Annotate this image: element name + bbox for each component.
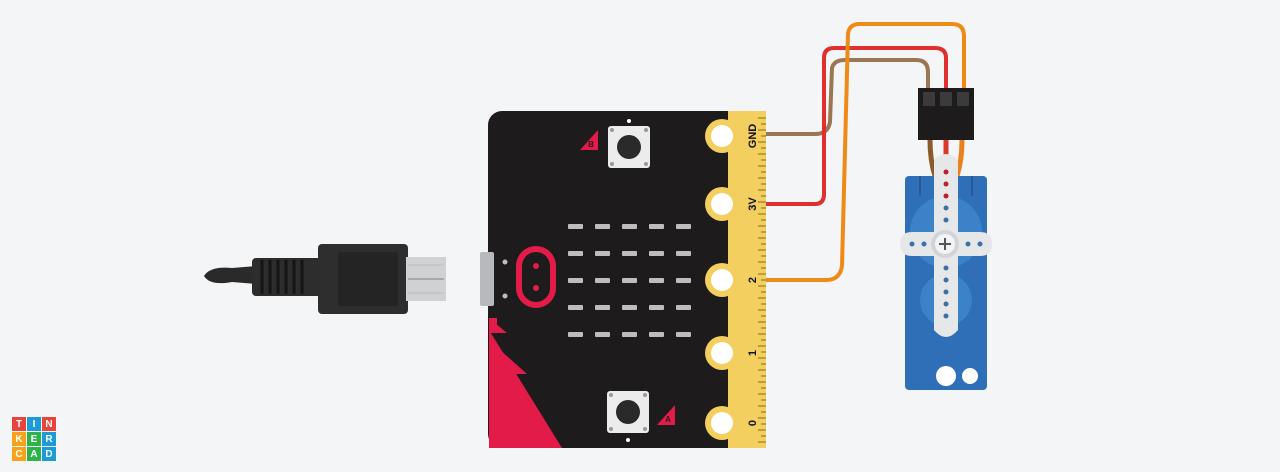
servo-hole [943,301,949,307]
logo-letter: T [12,417,26,431]
led [622,251,637,256]
usb-cable[interactable] [204,244,446,314]
led [568,305,583,310]
wire-3v[interactable] [760,46,948,206]
wire-pin2[interactable] [760,22,966,282]
logo-letter: D [42,447,56,461]
servo-hole [943,169,949,175]
pin-3v[interactable] [705,187,739,221]
servo-hole [943,217,949,223]
servo-hole [977,241,983,247]
led [676,224,691,229]
pin-0[interactable] [705,406,739,440]
led [676,305,691,310]
pin-1[interactable] [705,336,739,370]
servo-hole [943,181,949,187]
led [649,305,664,310]
led-matrix [568,224,691,337]
pin-label-0: 0 [747,420,759,426]
led [568,278,583,283]
led [649,224,664,229]
servo-hole [943,205,949,211]
servo-hole [943,265,949,271]
logo-letter: I [27,417,41,431]
servo-hole [943,277,949,283]
led [676,332,691,337]
led [649,332,664,337]
servo-hole [909,241,915,247]
button-b[interactable] [608,126,650,168]
button-b-label: B [588,140,594,149]
pin-label-3v: 3V [747,197,759,211]
led [595,224,610,229]
led [622,224,637,229]
button-a-label: A [665,415,671,424]
led [649,251,664,256]
servo-hole [943,289,949,295]
logo-letter: R [42,432,56,446]
wires [760,22,966,282]
pin-label-2: 2 [747,277,759,283]
servo-hole [943,313,949,319]
led [595,332,610,337]
servo-hole [965,241,971,247]
pin-label-gnd: GND [747,124,759,149]
led [622,332,637,337]
logo-letter: N [42,417,56,431]
button-b-marker [580,130,598,150]
logo-letter: K [12,432,26,446]
led [676,278,691,283]
logo-letter: A [27,447,41,461]
pin-2[interactable] [705,263,739,297]
servo-hole [943,193,949,199]
led [568,224,583,229]
led [676,251,691,256]
edge-ruler [758,117,766,443]
led [622,305,637,310]
led [622,278,637,283]
microbit-board[interactable]: GND 3V 2 1 0 B A [480,111,766,448]
button-a-marker [657,405,675,425]
servo-motor[interactable] [900,88,992,390]
logo-letter: C [12,447,26,461]
button-a[interactable] [607,391,649,433]
led [649,278,664,283]
touch-logo[interactable] [516,246,556,308]
servo-hole [921,241,927,247]
led [595,305,610,310]
usb-socket [480,252,494,306]
pin-gnd[interactable] [705,119,739,153]
led [595,251,610,256]
led [568,251,583,256]
logo-letter: E [27,432,41,446]
pin-label-1: 1 [747,350,759,356]
servo-horn-holes [909,169,983,319]
led [595,278,610,283]
led [568,332,583,337]
servo-horn[interactable] [900,154,992,337]
